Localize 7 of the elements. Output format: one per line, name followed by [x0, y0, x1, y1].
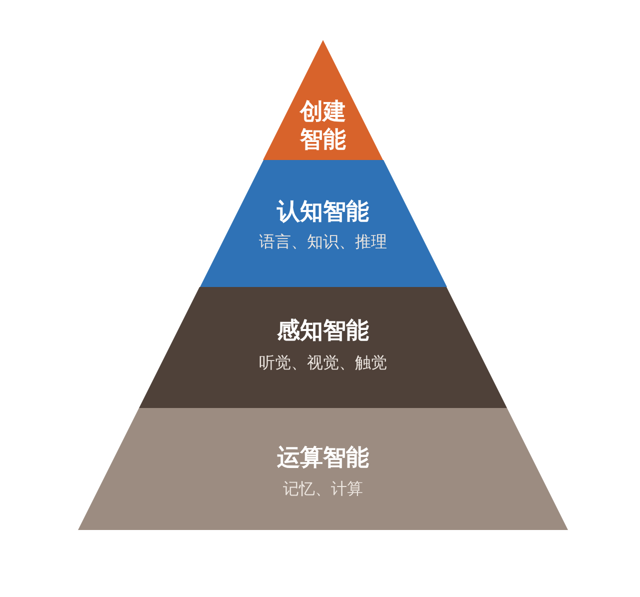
- tier-title: 运算智能: [276, 444, 370, 472]
- tier-title: 创建智能: [298, 98, 347, 154]
- tier-description: 语言、知识、推理: [258, 232, 388, 252]
- tier-description: 记忆、计算: [282, 479, 364, 499]
- tier-title: 认知智能: [276, 198, 370, 226]
- tier-title: 感知智能: [276, 317, 370, 345]
- tier-description: 听觉、视觉、触觉: [258, 353, 388, 373]
